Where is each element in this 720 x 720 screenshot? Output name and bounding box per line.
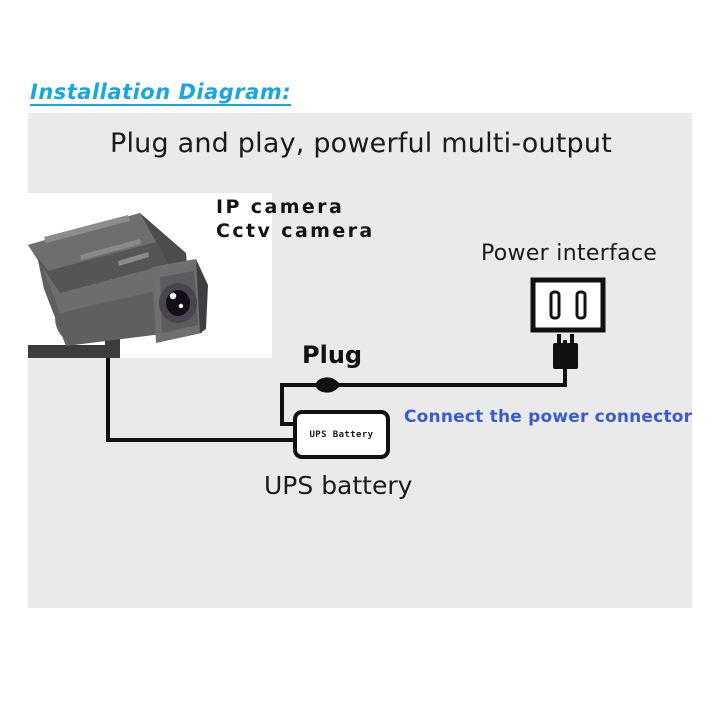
ups-battery-box: UPS Battery <box>293 410 390 459</box>
plug-prong-left <box>557 334 561 344</box>
wall-outlet-icon <box>530 277 606 333</box>
ups-battery-caption: UPS battery <box>264 471 413 500</box>
camera-photo-plate <box>0 193 272 358</box>
camera-label-ip: IP camera <box>216 196 345 218</box>
plug-prong-right <box>570 334 574 344</box>
panel-headline: Plug and play, powerful multi-output <box>110 128 612 159</box>
two-prong-plug-icon <box>553 343 578 369</box>
page-title: Installation Diagram: <box>30 80 292 104</box>
camera-label-cctv: Cctv camera <box>216 220 375 242</box>
outlet-slot-right <box>575 290 587 320</box>
power-interface-label: Power interface <box>481 241 658 266</box>
plug-label: Plug <box>302 341 363 369</box>
ups-battery-box-text: UPS Battery <box>309 429 374 440</box>
connect-power-annotation: Connect the power connector <box>404 407 693 427</box>
cctv-camera-icon <box>28 213 208 358</box>
outlet-slot-left <box>549 290 561 320</box>
